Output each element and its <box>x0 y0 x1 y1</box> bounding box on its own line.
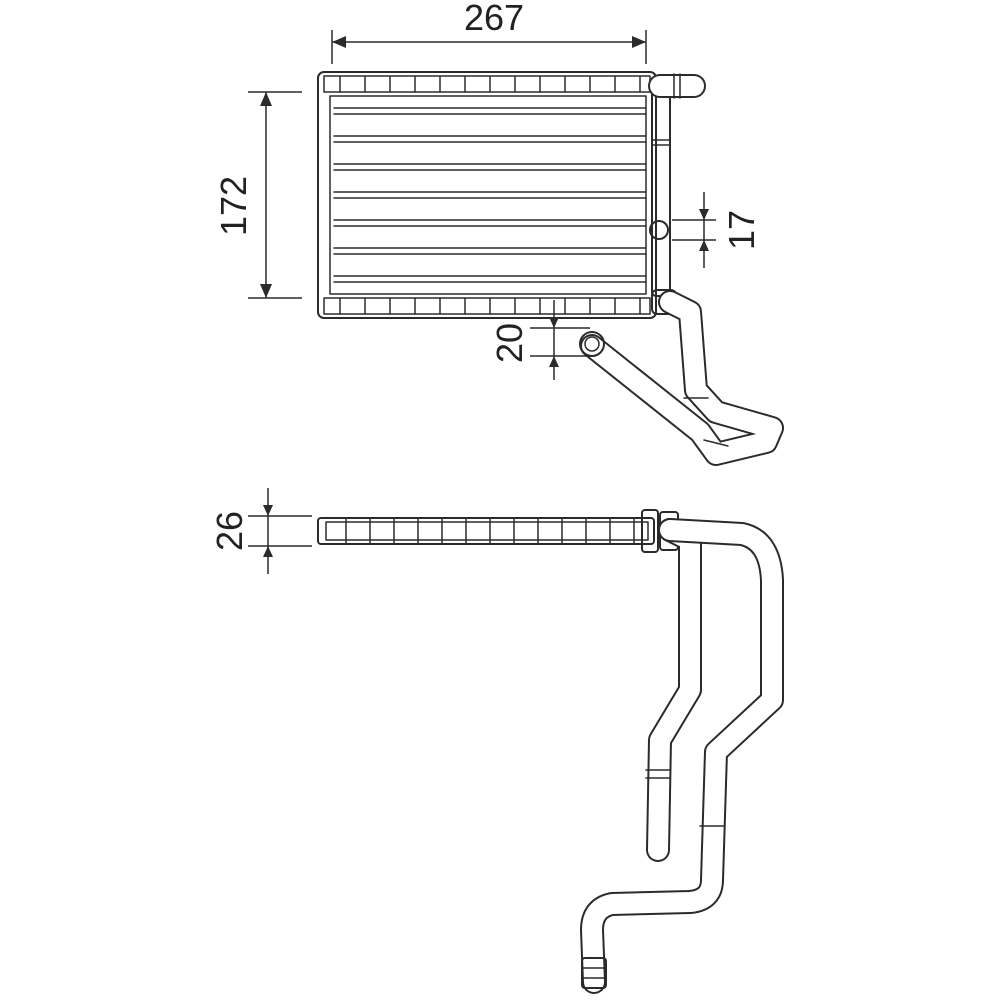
side-flange <box>641 509 659 553</box>
outlet-offset-label: 20 <box>489 323 530 363</box>
depth-label: 26 <box>209 511 250 551</box>
core-tubes <box>333 107 647 283</box>
side-header-pipe <box>651 81 671 297</box>
height-label: 172 <box>213 176 254 236</box>
top-tank-ribs <box>339 75 641 93</box>
core-side-profile <box>317 517 655 545</box>
pipe-end-fitting <box>581 957 607 989</box>
pipe-offset-label: 17 <box>721 210 762 250</box>
dimension-outlet-offset: 20 <box>489 300 590 380</box>
bottom-tank-ribs <box>339 297 641 315</box>
core-frame <box>317 71 657 319</box>
core-fins <box>329 95 647 295</box>
dimension-width: 267 <box>331 0 647 64</box>
dimension-depth: 26 <box>209 488 312 574</box>
dimension-pipe-offset: 17 <box>672 192 762 268</box>
top-tank <box>323 75 651 93</box>
core-side-inner <box>325 521 649 541</box>
pipe-port-circle <box>649 220 669 240</box>
front-view <box>317 71 784 466</box>
bottom-tank <box>323 297 651 315</box>
side-view <box>317 509 784 994</box>
outlet-port <box>579 331 605 357</box>
width-label: 267 <box>464 0 524 38</box>
side-ribs <box>345 517 635 545</box>
dimension-height: 172 <box>213 91 302 299</box>
